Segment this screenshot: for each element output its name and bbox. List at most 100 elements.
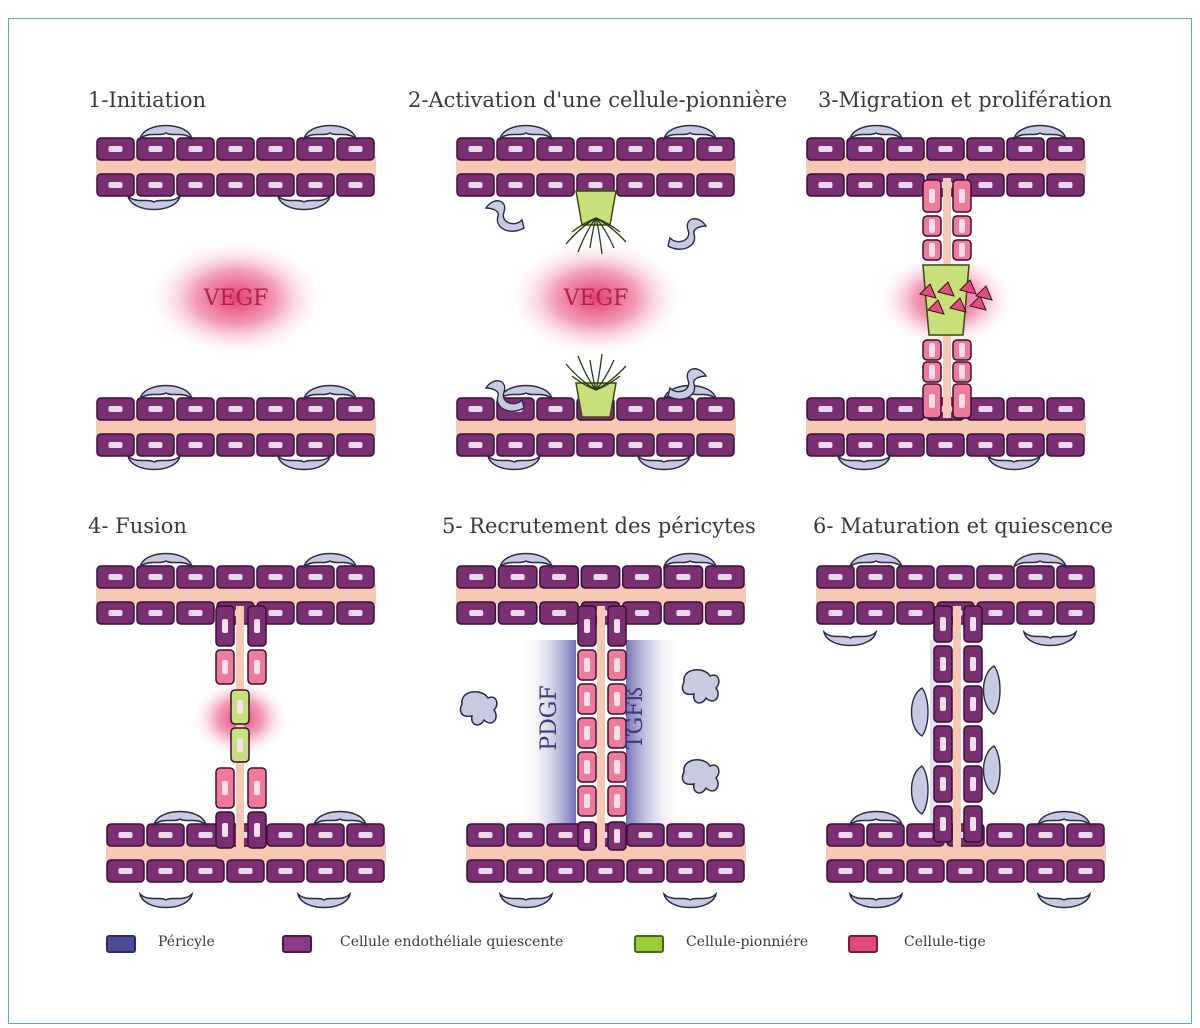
cell-nucleus <box>899 406 913 412</box>
cell-nucleus <box>929 343 935 357</box>
cell-nucleus <box>584 619 590 633</box>
cell-nucleus <box>237 738 243 752</box>
cell-nucleus <box>519 832 533 838</box>
cell-nucleus <box>269 182 283 188</box>
cell-nucleus <box>909 574 923 580</box>
cell-nucleus <box>159 832 173 838</box>
cell-nucleus <box>509 182 523 188</box>
cell-nucleus <box>149 442 163 448</box>
cell-nucleus <box>237 700 243 714</box>
cell-nucleus <box>479 832 493 838</box>
cell-nucleus <box>1069 574 1083 580</box>
pericyte <box>140 126 192 140</box>
cell-nucleus <box>589 146 603 152</box>
cell-nucleus <box>309 574 323 580</box>
cell-nucleus <box>940 817 946 831</box>
pericyte <box>638 456 690 470</box>
cell-nucleus <box>222 660 228 674</box>
cell-nucleus <box>669 146 683 152</box>
cell-nucleus <box>552 610 566 616</box>
cell-nucleus <box>479 868 493 874</box>
cell-nucleus <box>469 406 483 412</box>
cell-nucleus <box>829 610 843 616</box>
cell-nucleus <box>919 832 933 838</box>
pericyte <box>664 554 716 568</box>
cell-nucleus <box>614 829 620 843</box>
pericyte <box>500 894 552 908</box>
cell-nucleus <box>584 692 590 706</box>
cell-nucleus <box>309 610 323 616</box>
pericyte <box>988 456 1040 470</box>
cell-nucleus <box>1019 146 1033 152</box>
cell-nucleus <box>635 574 649 580</box>
pericyte <box>140 554 192 568</box>
cell-nucleus <box>709 442 723 448</box>
cell-nucleus <box>229 146 243 152</box>
cell-nucleus <box>149 574 163 580</box>
pericyte <box>850 554 902 568</box>
cell-nucleus <box>970 657 976 671</box>
tgfb-label: TGFß <box>623 687 648 749</box>
pericyte <box>140 386 192 400</box>
pericyte <box>278 196 330 210</box>
cell-nucleus <box>199 832 213 838</box>
cell-nucleus <box>819 146 833 152</box>
cell-nucleus <box>189 574 203 580</box>
pericyte <box>304 126 356 140</box>
cell-nucleus <box>1029 610 1043 616</box>
cell-nucleus <box>254 781 260 795</box>
cell-nucleus <box>614 726 620 740</box>
free-pericyte <box>682 760 718 793</box>
pericyte <box>304 386 356 400</box>
cell-nucleus <box>584 726 590 740</box>
cell-nucleus <box>929 394 935 408</box>
cell-nucleus <box>189 146 203 152</box>
cell-nucleus <box>349 406 363 412</box>
cell-nucleus <box>629 182 643 188</box>
cell-nucleus <box>1059 146 1073 152</box>
cell-nucleus <box>899 146 913 152</box>
pericyte <box>1014 126 1066 140</box>
cell-nucleus <box>559 868 573 874</box>
cell-nucleus <box>635 610 649 616</box>
cell-nucleus <box>229 406 243 412</box>
cell-nucleus <box>999 832 1013 838</box>
cell-nucleus <box>859 182 873 188</box>
cell-nucleus <box>1019 406 1033 412</box>
cell-nucleus <box>719 868 733 874</box>
cell-nucleus <box>1059 442 1073 448</box>
cell-nucleus <box>639 868 653 874</box>
cell-nucleus <box>269 442 283 448</box>
cell-nucleus <box>269 610 283 616</box>
cell-nucleus <box>819 406 833 412</box>
cell-nucleus <box>109 406 123 412</box>
cell-nucleus <box>349 442 363 448</box>
cell-nucleus <box>511 574 525 580</box>
cell-nucleus <box>159 868 173 874</box>
cell-nucleus <box>1059 406 1073 412</box>
cell-nucleus <box>940 657 946 671</box>
cell-nucleus <box>269 146 283 152</box>
cell-nucleus <box>614 760 620 774</box>
cell-nucleus <box>869 610 883 616</box>
cell-nucleus <box>959 365 965 379</box>
cell-nucleus <box>269 406 283 412</box>
pericyte <box>664 894 716 908</box>
cell-nucleus <box>239 868 253 874</box>
cell-nucleus <box>359 832 373 838</box>
cell-nucleus <box>839 832 853 838</box>
cell-nucleus <box>149 610 163 616</box>
cell-nucleus <box>584 658 590 672</box>
cell-nucleus <box>549 406 563 412</box>
cell-nucleus <box>879 868 893 874</box>
cell-nucleus <box>709 406 723 412</box>
cell-nucleus <box>709 182 723 188</box>
cell-nucleus <box>589 442 603 448</box>
pericyte <box>838 456 890 470</box>
cell-nucleus <box>829 574 843 580</box>
pericyte <box>850 894 902 908</box>
cell-nucleus <box>989 610 1003 616</box>
cell-nucleus <box>349 610 363 616</box>
cell-nucleus <box>189 406 203 412</box>
